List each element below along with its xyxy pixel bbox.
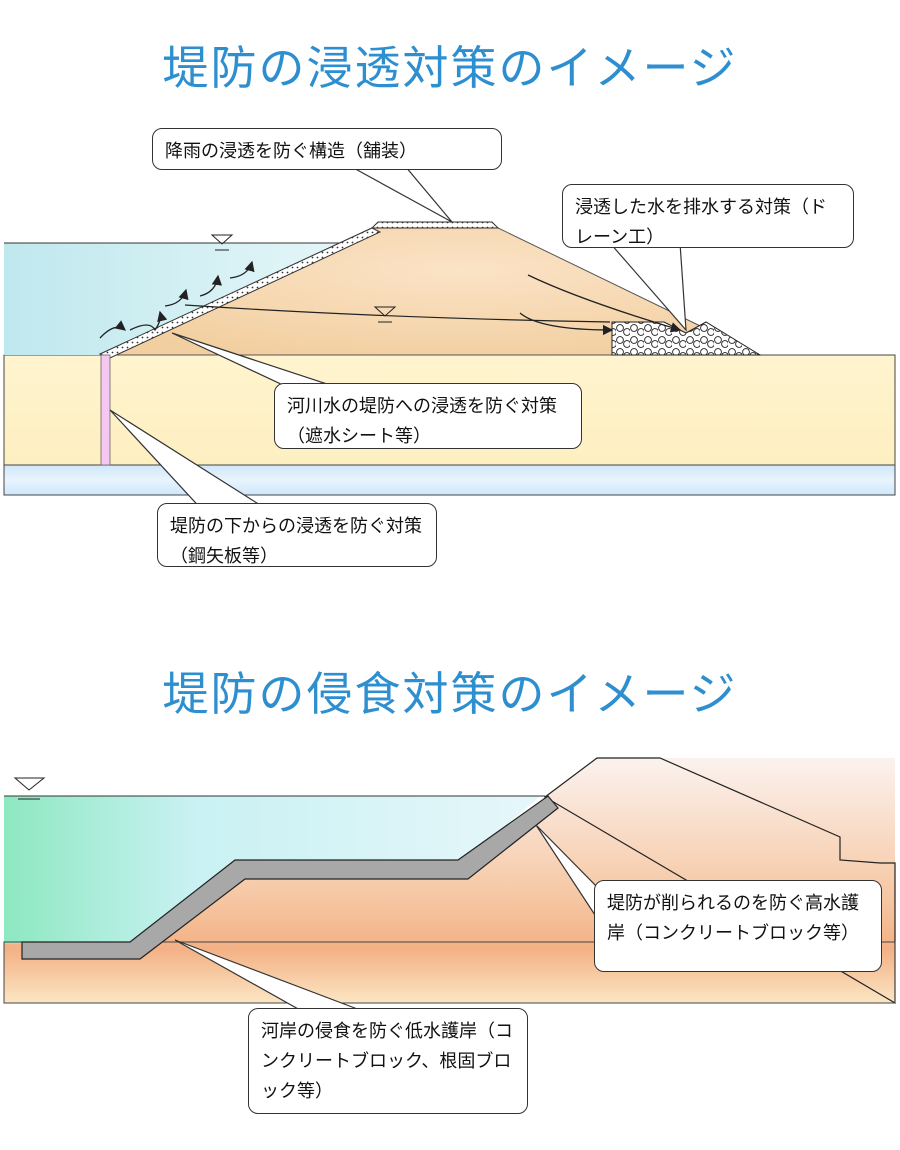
drain-gravel	[611, 321, 762, 356]
callout-low-revetment: 河岸の侵食を防ぐ低水護岸（コンクリートブロック、根固ブロック等）	[248, 1008, 528, 1114]
aquifer-layer	[3, 464, 896, 496]
callout-high-revetment: 堤防が削られるのを防ぐ高水護岸（コンクリートブロック等）	[594, 880, 882, 972]
blocked-flow-arrows	[99, 260, 255, 339]
callout-paving: 降雨の浸透を防ぐ構造（舗装）	[152, 128, 502, 170]
revetment	[21, 795, 559, 960]
river-water-2	[4, 796, 540, 944]
river-water	[4, 243, 339, 355]
callout-pile: 堤防の下からの浸透を防ぐ対策（鋼矢板等）	[157, 503, 437, 567]
seepage-line	[184, 304, 611, 323]
steel-sheet-pile	[100, 354, 111, 466]
callout-sheet: 河川水の堤防への浸透を防ぐ対策（遮水シート等）	[274, 383, 582, 449]
water-level-icon-2	[13, 777, 46, 800]
water-level-icon	[210, 234, 397, 323]
crest-paving	[370, 221, 500, 229]
callout-drain: 浸透した水を排水する対策（ドレーン工）	[562, 184, 854, 248]
seepage-title: 堤防の浸透対策のイメージ	[162, 41, 738, 95]
erosion-title: 堤防の侵食対策のイメージ	[162, 667, 738, 721]
flow-arrow	[519, 312, 614, 336]
pointer-paving	[349, 165, 453, 223]
flow-arrow	[527, 274, 682, 333]
